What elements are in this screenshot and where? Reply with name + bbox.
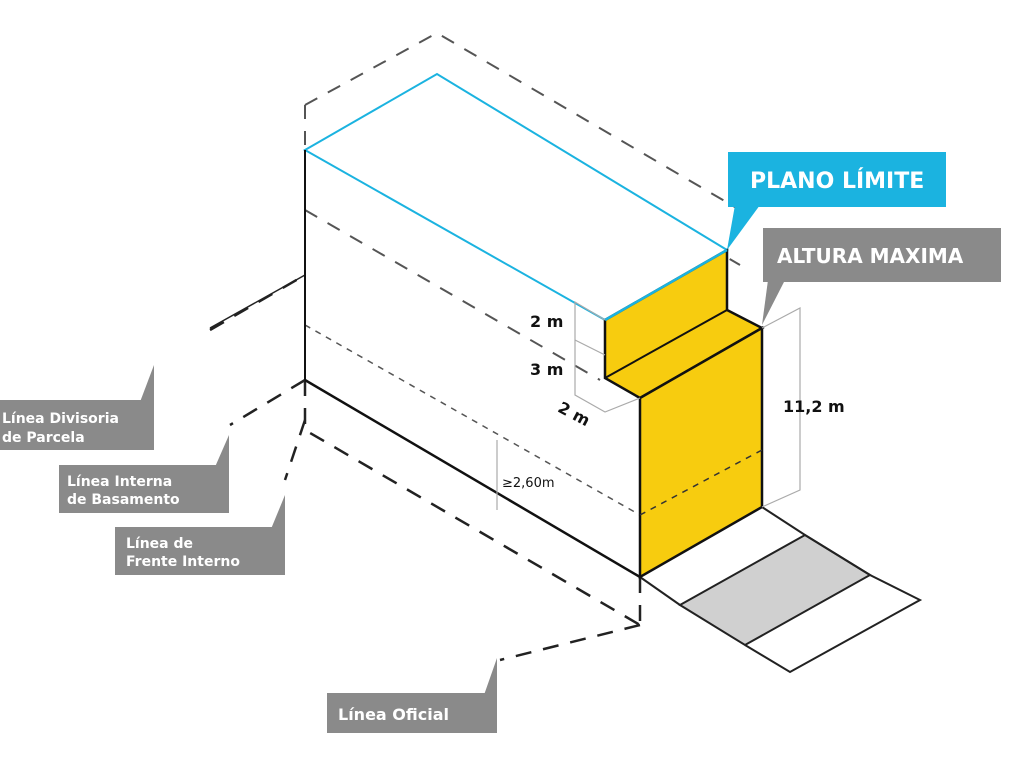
linea-frente-callout: Línea de Frente Interno [115, 495, 285, 575]
svg-text:de Parcela: de Parcela [2, 430, 85, 446]
dimension-guides [496, 300, 801, 510]
linea-divisoria-callout: Línea Divisoria de Parcela [0, 365, 154, 450]
dim-11-2m: 11,2 m [783, 397, 845, 416]
lot-boundary-line [209, 274, 306, 329]
svg-text:Línea Oficial: Línea Oficial [338, 705, 449, 724]
dim-3m: 3 m [530, 360, 563, 379]
linea-oficial-callout: Línea Oficial [327, 658, 497, 733]
altura-maxima-callout: ALTURA MAXIMA [762, 228, 1001, 325]
svg-text:Frente Interno: Frente Interno [126, 554, 240, 570]
limit-plane-top [302, 72, 729, 322]
linea-interna-callout: Línea Interna de Basamento [59, 435, 229, 513]
dim-2-60m: ≥2,60m [502, 476, 555, 491]
dim-2m-top: 2 m [530, 312, 563, 331]
plano-limite-callout: PLANO LÍMITE [727, 152, 946, 250]
svg-text:Línea Interna: Línea Interna [67, 474, 172, 490]
svg-text:ALTURA MAXIMA: ALTURA MAXIMA [777, 244, 964, 268]
sidewalk [639, 506, 923, 674]
svg-text:PLANO LÍMITE: PLANO LÍMITE [750, 168, 924, 194]
svg-text:Línea Divisoria: Línea Divisoria [2, 411, 119, 427]
svg-text:de Basamento: de Basamento [67, 492, 180, 508]
svg-text:Línea de: Línea de [126, 536, 193, 552]
